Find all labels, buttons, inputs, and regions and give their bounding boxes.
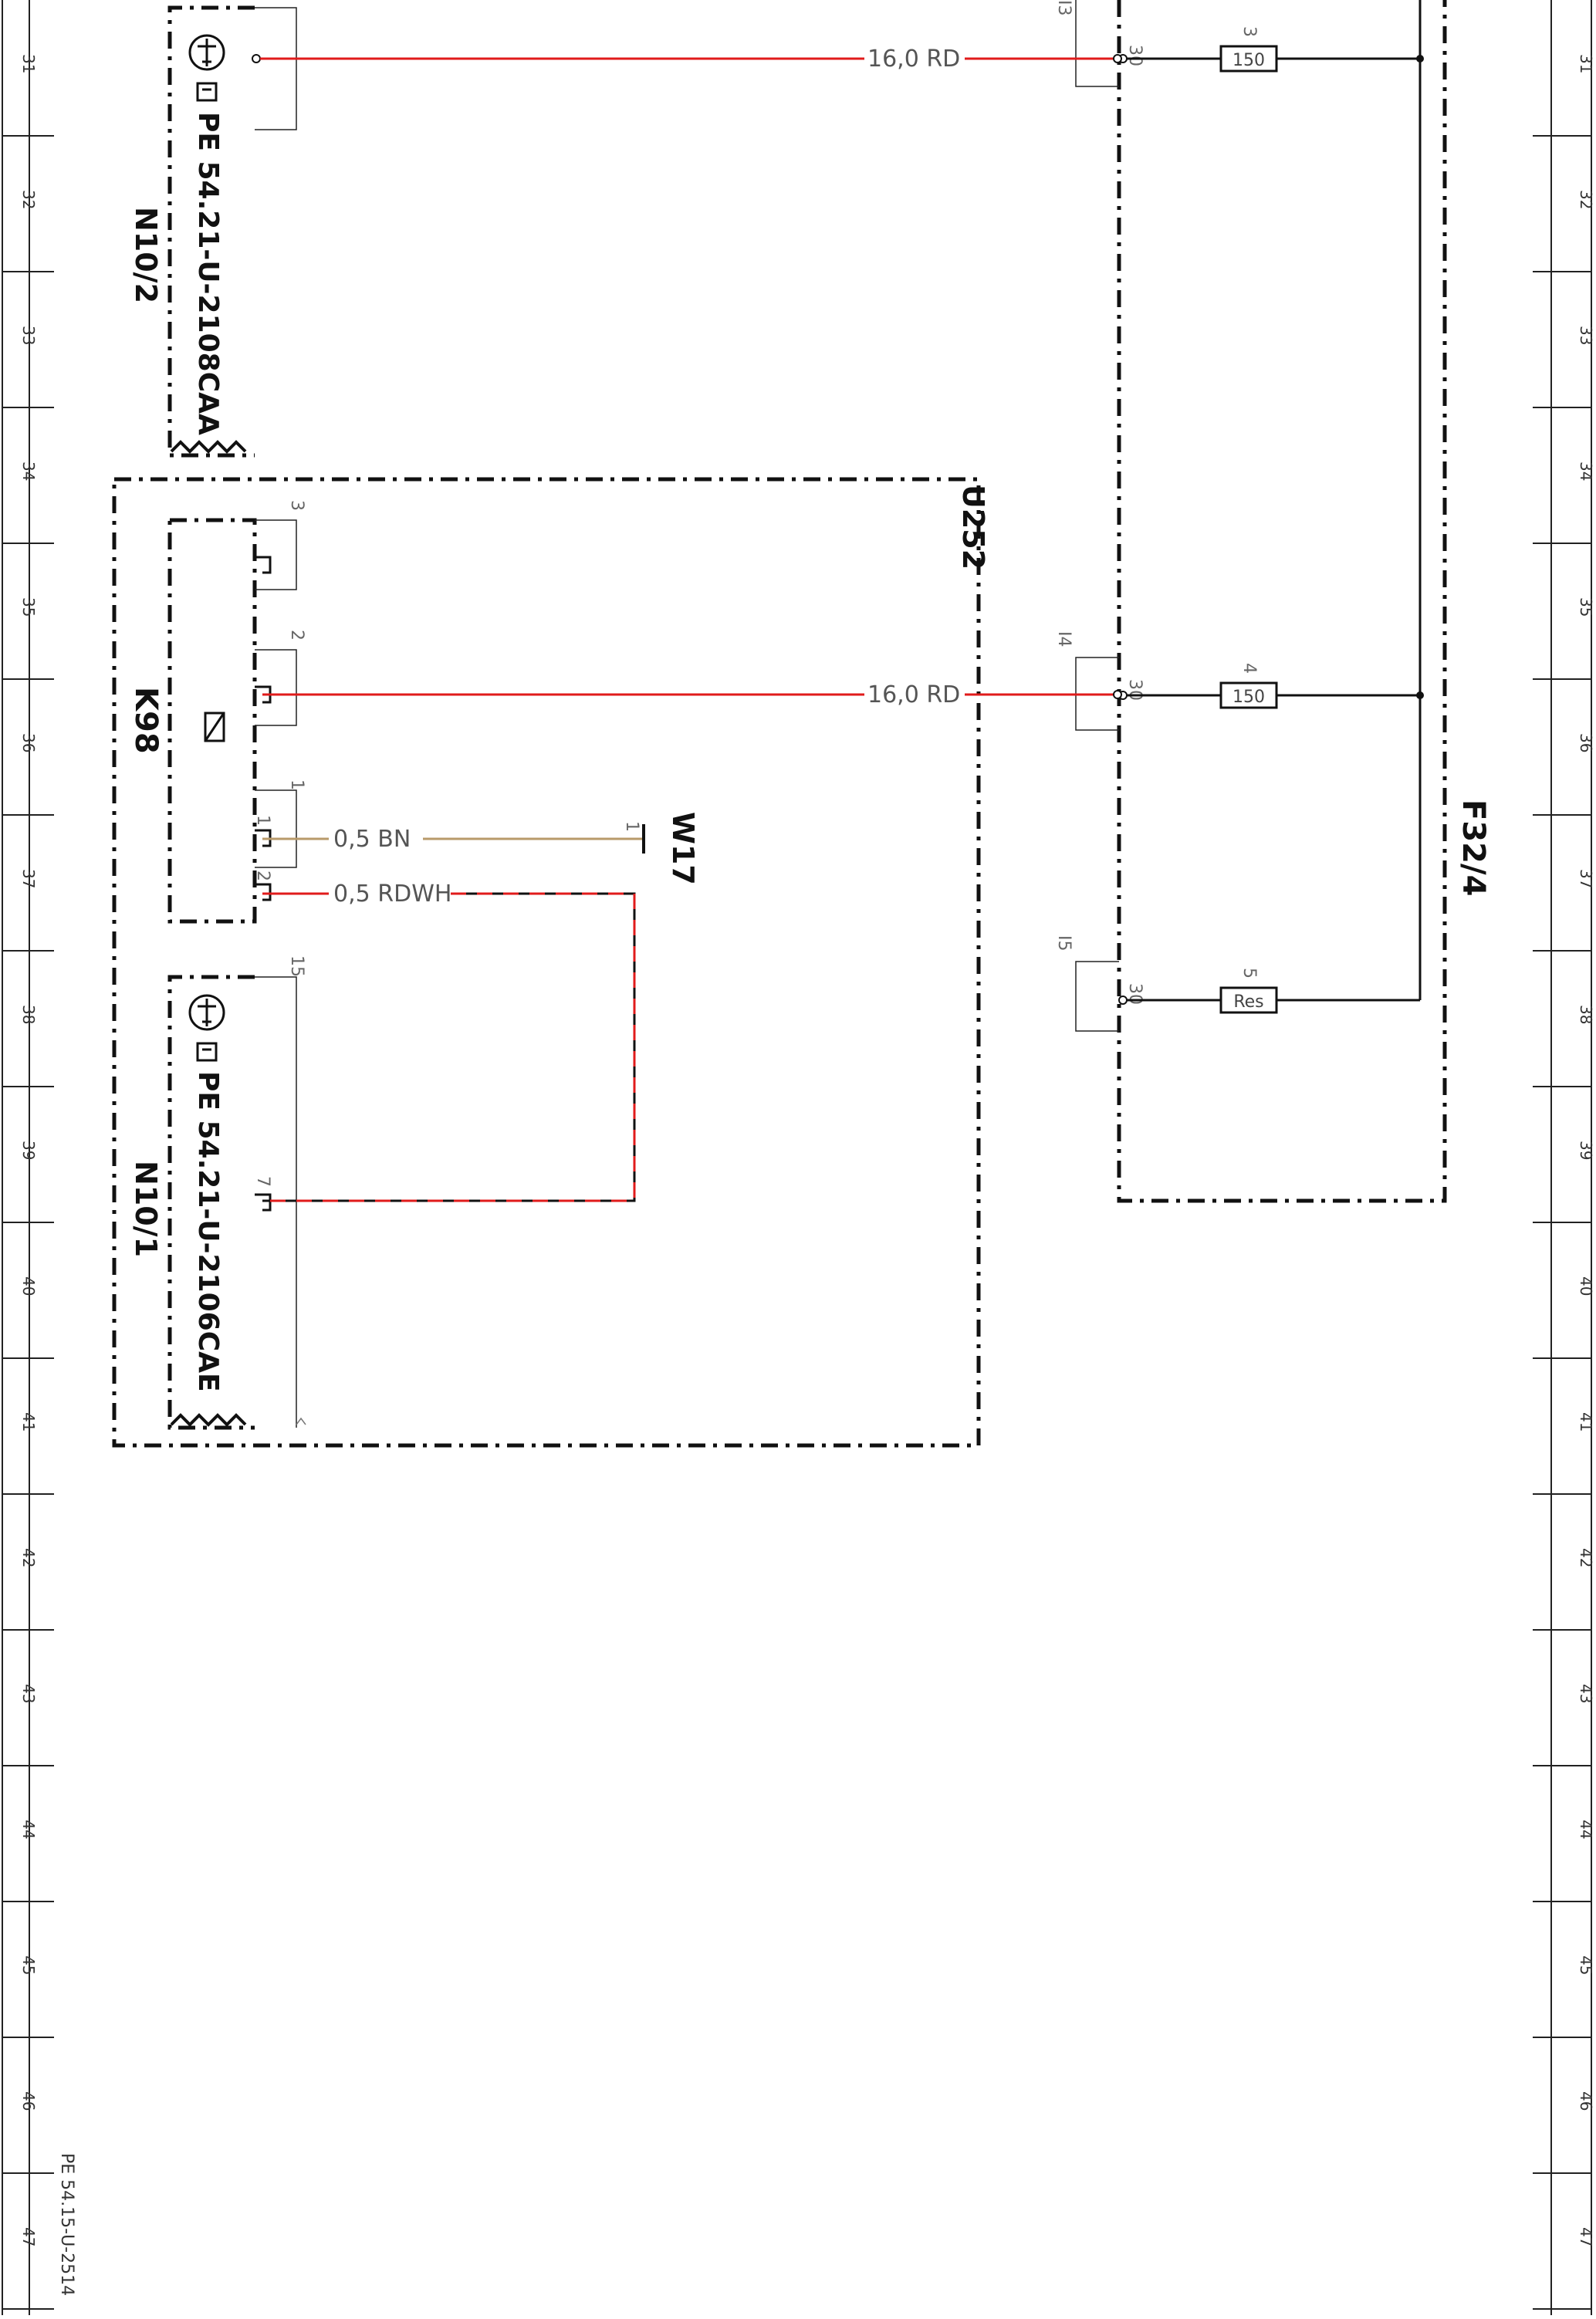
fuse-icon [1219,45,1278,73]
fuse-terminal-30-a: 30 [1125,45,1145,66]
k98-inner-pin-1: 1 [253,815,272,826]
row-number-right: 39 [1577,1141,1595,1160]
fuse-input-i5: I5 [1054,935,1074,952]
row-number-right: 43 [1577,1684,1595,1703]
k98-label: K98 [128,687,164,754]
wire-label-4: 0,5 RDWH [333,881,451,908]
n10-1-pin-15: 15 [287,955,306,977]
n10-2-doc-reference: PE 54.21-U-2108CAA [192,112,224,435]
component-n10-1: PE 54.21-U-2106CAE N10/1 15 7 [129,955,306,1430]
wave-break-icon [170,440,247,454]
right-border-strip: 31 32 33 34 35 36 37 38 39 40 41 42 43 44 45 46 47 [1533,0,1595,2315]
fuse-terminal [1118,996,1128,1005]
row-number-left: 46 [19,2091,38,2111]
k98-inner-pin-2: 2 [253,870,272,881]
fuse-rating: 150 [1233,51,1265,70]
row-number-left: 35 [19,597,38,617]
fuse-terminal-30-b: 30 [1125,679,1145,701]
wire-k98-to-f32-4: 16,0 RD [262,681,1122,708]
row-number-right: 32 [1577,190,1595,209]
row-number-left: 37 [19,869,38,888]
n10-2-label: N10/2 [129,207,163,303]
row-number-right: 40 [1577,1276,1595,1296]
component-k98: K98 3 2 1 1 2 [128,500,306,924]
wire-label-2: 16,0 RD [867,681,960,708]
row-number-left: 45 [19,1956,38,1975]
row-number-left: 33 [19,326,38,345]
connector-pin [252,54,261,63]
row-number-right: 38 [1577,1005,1595,1024]
row-number-right: 47 [1577,2227,1595,2246]
fuse-rating: Res [1233,992,1263,1012]
hand-pointer-icon [196,82,218,102]
row-number-right: 46 [1577,2091,1595,2111]
fuse-number: 3 [1239,26,1259,37]
fuse-input-i3: I3 [1054,0,1074,16]
hand-pointer-icon [196,1042,218,1062]
wire-label-1: 16,0 RD [867,46,960,73]
relay-coil-icon [204,712,225,742]
left-border-strip: 31 32 33 34 35 36 37 38 39 40 41 42 43 44 45 46 47 [2,0,54,2315]
transistor-arrow-icon [198,999,216,1026]
fuse-number: 4 [1239,663,1259,674]
f32-4-label: F32/4 [1456,799,1491,896]
transistor-icon [188,34,225,71]
row-number-left: 40 [19,1276,38,1296]
row-number-left: 44 [19,1820,38,1839]
component-n10-2: PE 54.21-U-2108CAA N10/2 3 [129,5,297,458]
connector-pin [1113,690,1122,699]
row-number-left: 43 [19,1684,38,1703]
row-number-right: 33 [1577,326,1595,345]
row-number-left: 31 [19,54,38,73]
n10-1-pin-7: 7 [253,1176,272,1187]
row-number-right: 45 [1577,1956,1595,1975]
row-number-right: 31 [1577,54,1595,73]
n10-1-doc-reference: PE 54.21-U-2106CAE [192,1071,224,1392]
module-u252: U252 [112,477,990,1448]
row-number-right: 36 [1577,733,1595,752]
k98-pin-2: 2 [287,630,306,641]
connector-pin [1113,54,1122,63]
transistor-icon [188,994,225,1031]
row-number-right: 42 [1577,1548,1595,1567]
fuse-input-i4: I4 [1054,631,1074,647]
row-number-left: 39 [19,1141,38,1160]
row-number-left: 47 [19,2227,38,2246]
fuse-rating: 150 [1233,688,1265,707]
k98-pin-3: 3 [287,500,306,511]
row-number-right: 34 [1577,461,1595,481]
fuse-terminal-30-c: 30 [1125,983,1145,1005]
wire-n10-2-to-f32-4: 16,0 RD [260,46,1122,73]
fuse-number: 5 [1239,968,1259,979]
wire-k98-to-w17: 0,5 BN [262,826,642,853]
ground-w17: 1 W17 [622,812,700,885]
row-number-right: 41 [1577,1412,1595,1432]
n10-1-label: N10/1 [129,1161,163,1257]
row-number-left: 38 [19,1005,38,1024]
fuse-icon [1219,986,1278,1014]
row-number-right: 44 [1577,1820,1595,1839]
row-number-left: 32 [19,190,38,209]
transistor-arrow-icon [198,39,216,66]
row-number-left: 41 [19,1412,38,1432]
k98-pin-1: 1 [287,779,306,790]
row-number-left: 42 [19,1548,38,1567]
row-number-left: 34 [19,461,38,481]
w17-pin: 1 [622,821,641,832]
wire-k98-to-n10-1: 0,5 RDWH [262,881,636,1202]
row-number-left: 36 [19,733,38,752]
u252-label: U252 [956,485,990,570]
fuse-5: Res 5 [1118,968,1420,1014]
document-reference: PE 54.15-U-2514 [57,2153,76,2296]
wave-break-icon [170,1413,247,1427]
wire-label-3: 0,5 BN [333,826,411,853]
w17-label: W17 [666,812,700,885]
row-number-right: 37 [1577,869,1595,888]
row-number-right: 35 [1577,597,1595,617]
